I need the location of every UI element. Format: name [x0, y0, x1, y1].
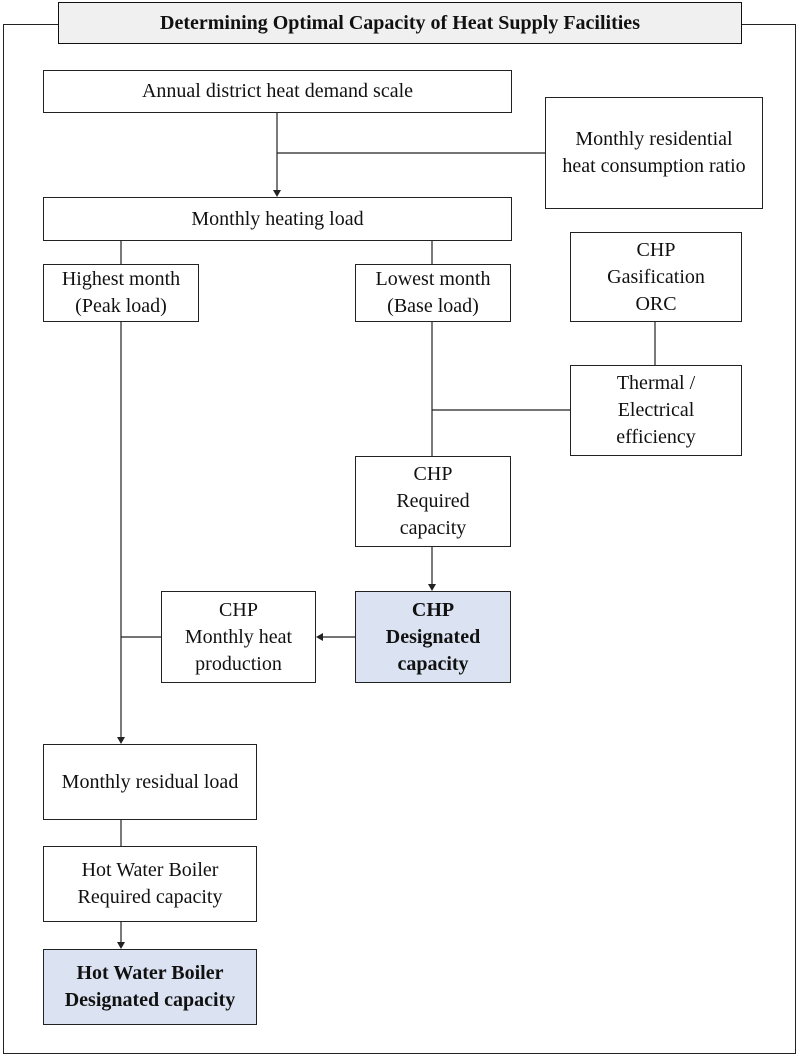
- monthly-residual-load-box: Monthly residual load: [43, 744, 257, 820]
- node-text: Hot Water Boiler: [76, 962, 224, 984]
- node-text: ORC: [635, 292, 677, 315]
- residential-ratio-box: Monthly residential heat consumption rat…: [545, 97, 763, 209]
- node-text: Designated: [385, 625, 481, 648]
- chp-designated-box: CHP Designated capacity: [355, 591, 511, 683]
- hwb-required-box: Hot Water Boiler Required capacity: [43, 846, 257, 922]
- node-text: Monthly heat: [184, 625, 293, 648]
- node-text: CHP: [413, 463, 453, 485]
- node-text: (Base load): [387, 295, 479, 317]
- arrowhead: [117, 737, 125, 744]
- chp-monthly-production-box: CHP Monthly heat production: [161, 591, 316, 683]
- arrowhead: [117, 942, 125, 949]
- arrowhead: [428, 584, 436, 591]
- node-text: Highest month: [61, 268, 181, 290]
- node-text: Monthly heating load: [191, 207, 364, 230]
- node-text: Hot Water Boiler: [81, 859, 219, 881]
- node-text: heat consumption ratio: [562, 155, 746, 177]
- node-text: CHP: [219, 598, 258, 621]
- node-text: Lowest month: [375, 268, 491, 290]
- node-text: Monthly residential: [575, 128, 733, 150]
- arrowhead: [273, 190, 281, 197]
- node-text: Thermal /: [616, 372, 696, 394]
- technologies-box: CHP Gasification ORC: [570, 232, 742, 322]
- node-text: efficiency: [616, 426, 696, 448]
- lowest-month-box: Lowest month (Base load): [355, 264, 511, 322]
- node-text: Required: [396, 490, 470, 512]
- node-text: production: [195, 652, 282, 675]
- node-text: Designated capacity: [64, 989, 236, 1011]
- diagram-title: Determining Optimal Capacity of Heat Sup…: [58, 2, 742, 44]
- annual-demand-box: Annual district heat demand scale: [43, 70, 512, 113]
- efficiency-box: Thermal / Electrical efficiency: [570, 365, 742, 456]
- arrowhead: [316, 633, 323, 641]
- node-text: Required capacity: [77, 886, 223, 908]
- node-text: capacity: [399, 517, 467, 539]
- node-text: Annual district heat demand scale: [141, 80, 413, 102]
- hwb-designated-box: Hot Water Boiler Designated capacity: [43, 949, 257, 1025]
- node-text: capacity: [397, 652, 469, 675]
- node-text: Electrical: [617, 399, 695, 421]
- chp-required-box: CHP Required capacity: [355, 456, 511, 547]
- node-text: CHP: [411, 598, 455, 621]
- node-text: (Peak load): [75, 295, 167, 317]
- node-text: Monthly residual load: [61, 770, 239, 793]
- node-text: Gasification: [607, 265, 705, 288]
- node-text: CHP: [636, 238, 676, 261]
- monthly-heating-load-box: Monthly heating load: [43, 197, 512, 241]
- highest-month-box: Highest month (Peak load): [43, 264, 199, 322]
